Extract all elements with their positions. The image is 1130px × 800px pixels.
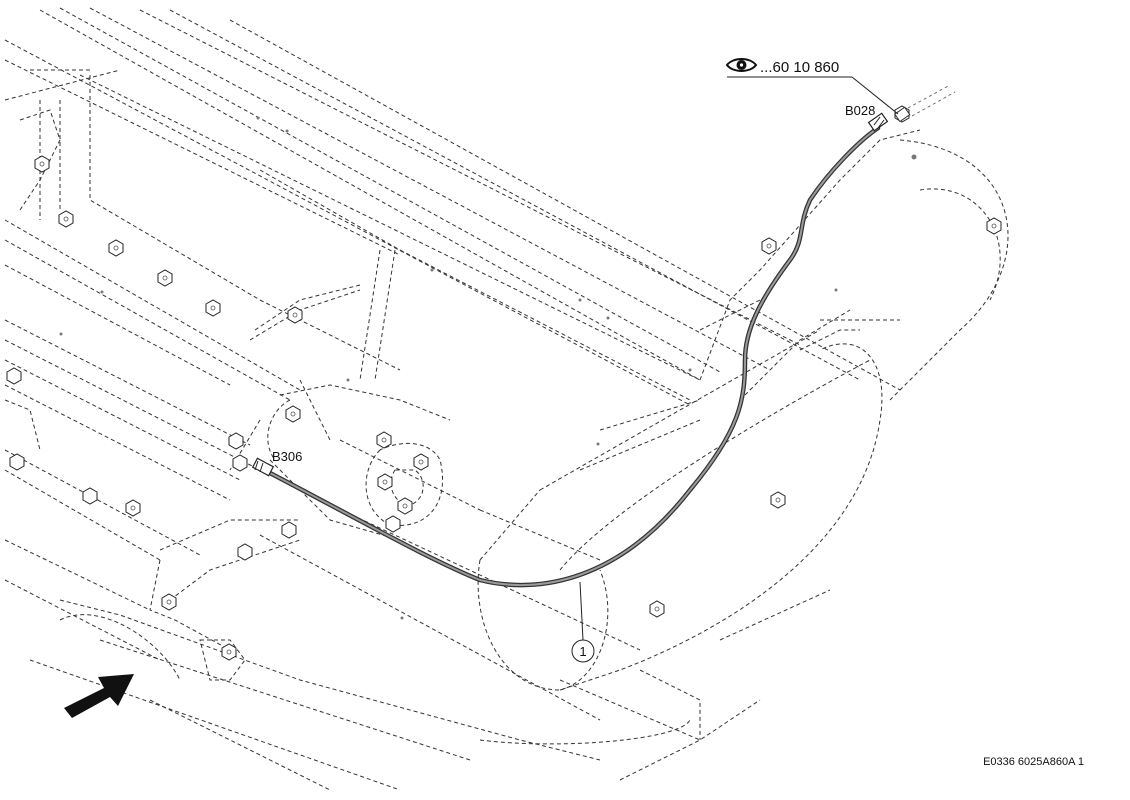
callout-circle <box>571 639 595 663</box>
label-b306: B306 <box>272 449 302 464</box>
connector-b306 <box>251 457 275 477</box>
reference-label: ...60 10 860 <box>760 59 839 76</box>
callout-number: 1 <box>579 644 586 659</box>
reference-leader-tail <box>851 76 899 115</box>
label-b028: B028 <box>845 103 875 118</box>
drawing-code: E0336 6025A860A 1 <box>983 756 1084 768</box>
connector-b028 <box>867 84 956 132</box>
eye-icon <box>725 58 758 72</box>
fasteners <box>6 105 1002 661</box>
callout-leader <box>579 581 584 641</box>
machine-frame <box>4 7 1009 791</box>
arrow-icon <box>64 674 134 718</box>
wiring-harness <box>265 125 881 588</box>
